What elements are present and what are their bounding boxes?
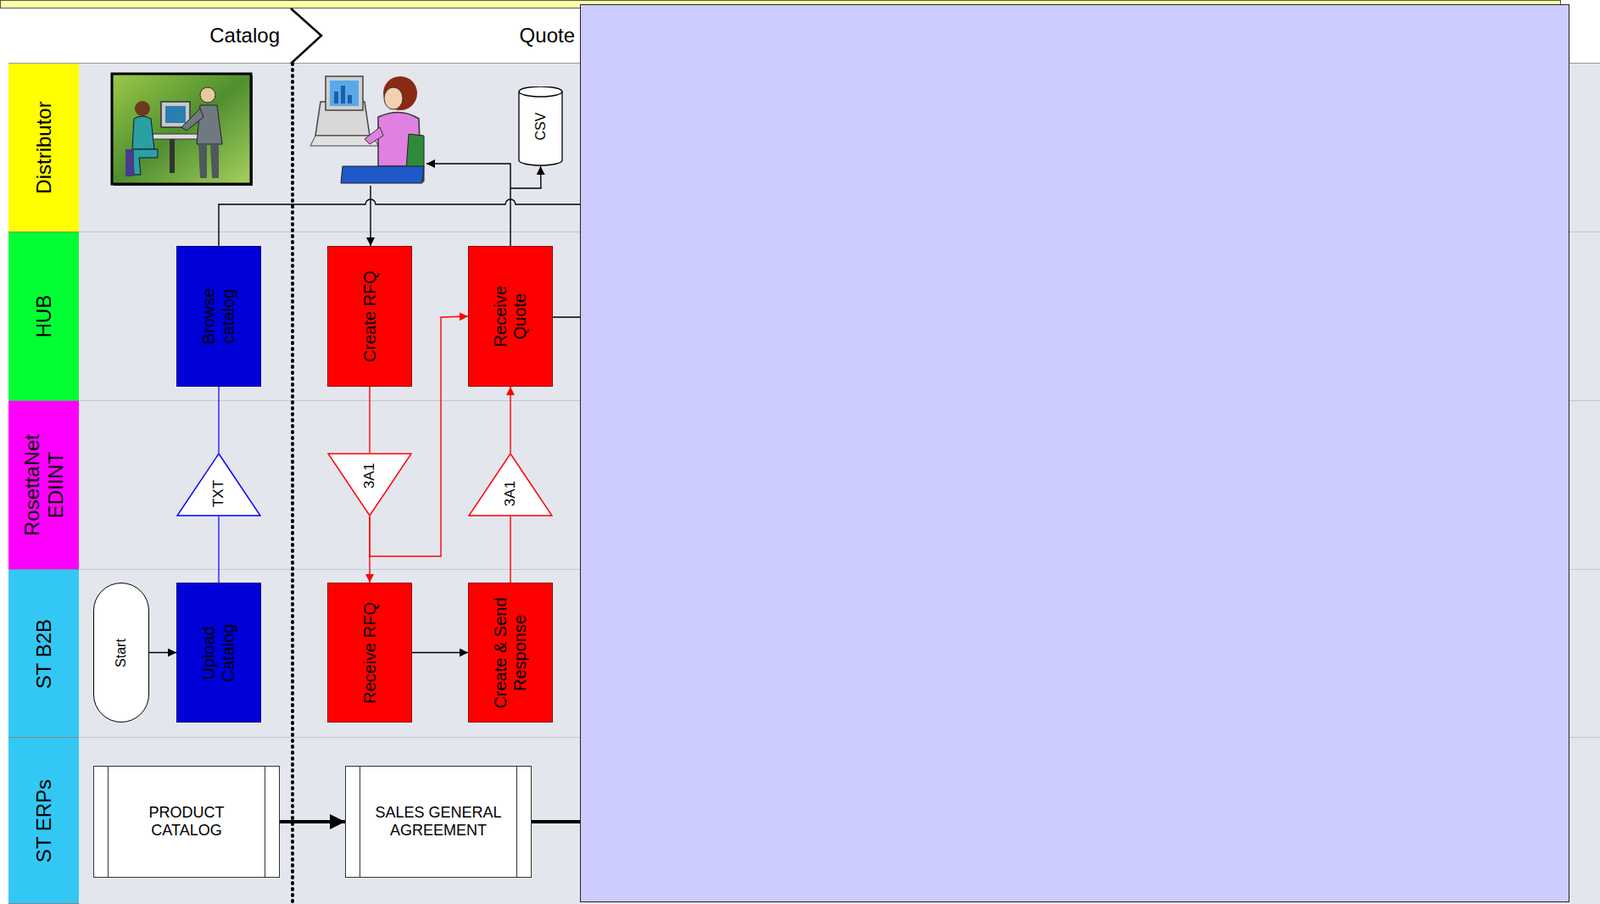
- connector: [509, 386, 511, 453]
- lane-label: HUB: [32, 252, 56, 380]
- connector: [510, 166, 541, 246]
- node-label: CSV: [532, 96, 548, 157]
- clipart-illustration: [310, 76, 424, 184]
- node-label: PRODUCT CATALOG: [139, 803, 234, 839]
- cylinder-body: [518, 86, 563, 166]
- text-wrap: Upload Catalog: [199, 614, 239, 692]
- text-wrap: Receive RFQ: [360, 589, 380, 717]
- text-wrap: ST B2B: [32, 590, 56, 718]
- node-label: 3A1: [501, 468, 519, 519]
- phase-label: Catalog: [209, 23, 280, 48]
- lane-label-strip: RosettaNet EDIINT: [8, 401, 79, 570]
- side-bar: [107, 766, 109, 877]
- cylinder-rim: [518, 91, 563, 97]
- node-label: TXT: [210, 468, 228, 519]
- process-box: Upload Catalog: [176, 582, 262, 723]
- text-wrap: TXT: [210, 468, 228, 519]
- lane-label: Distributor: [32, 83, 56, 212]
- text-wrap: RosettaNet EDIINT: [20, 421, 67, 549]
- data-store: CSV: [518, 86, 564, 167]
- node-label: Upload Catalog: [199, 614, 239, 692]
- phase-chevron: [290, 8, 322, 64]
- node-label: Browse catalog: [199, 278, 239, 355]
- node-label: Receive Quote: [490, 278, 530, 355]
- node-label: Receive RFQ: [360, 589, 380, 717]
- lane-label: RosettaNet EDIINT: [20, 421, 67, 549]
- text-wrap: Receive Quote: [490, 278, 530, 355]
- node-label: Create RFQ: [360, 252, 380, 380]
- connector: [368, 386, 370, 453]
- predefined-process: PRODUCT CATALOG: [93, 765, 280, 878]
- node-label: Start: [113, 602, 129, 704]
- lane-label-strip: Distributor: [8, 63, 79, 233]
- flow-wire: [369, 185, 371, 246]
- text-wrap: Distributor: [32, 83, 56, 212]
- flow-wire: [426, 163, 511, 189]
- lane-label-strip: ST B2B: [8, 569, 79, 738]
- node-label: Create & Send Response: [490, 593, 530, 713]
- process-box: Receive RFQ: [327, 582, 413, 723]
- node-label: 3A1: [361, 450, 379, 502]
- clipart-illustration: [111, 73, 253, 186]
- text-wrap: 3A1: [361, 450, 379, 502]
- connector: [279, 819, 346, 824]
- flow-wire: [531, 819, 580, 824]
- phase-divider: [290, 63, 295, 904]
- text-wrap: Create RFQ: [360, 252, 380, 380]
- connector: [412, 652, 469, 654]
- lane-label: ST B2B: [32, 590, 56, 718]
- text-wrap: Start: [113, 602, 129, 704]
- process-box: Create & Send Response: [468, 582, 553, 723]
- predefined-process: SALES GENERAL AGREEMENT: [345, 765, 532, 878]
- connector: [149, 652, 177, 654]
- side-bar: [264, 766, 266, 877]
- lane-label-strip: ST ERPs: [8, 737, 79, 904]
- text-wrap: Create & Send Response: [490, 593, 530, 713]
- side-bar: [516, 766, 518, 877]
- flow-wire: [551, 316, 580, 318]
- connector: [217, 386, 219, 453]
- process-box: Receive Quote: [468, 245, 553, 387]
- node-label: SALES GENERAL AGREEMENT: [374, 803, 502, 839]
- lane-label-strip: HUB: [8, 232, 79, 402]
- side-bar: [359, 766, 361, 877]
- process-box: Browse catalog: [176, 245, 262, 387]
- process-box: Create RFQ: [327, 245, 413, 387]
- terminator: Start: [93, 582, 150, 723]
- flow-wire: [218, 199, 580, 246]
- text-wrap: PRODUCT CATALOG: [139, 803, 234, 839]
- text-wrap: ST ERPs: [32, 757, 56, 885]
- cover-panel: [579, 4, 1570, 903]
- phase-label: Quote: [519, 23, 575, 48]
- message-triangle: 3A1: [327, 452, 413, 517]
- text-wrap: Browse catalog: [199, 278, 239, 355]
- text-wrap: SALES GENERAL AGREEMENT: [374, 803, 502, 839]
- text-wrap: HUB: [32, 252, 56, 380]
- message-triangle: TXT: [176, 452, 262, 517]
- text-wrap: CSV: [532, 96, 548, 157]
- connector: [509, 516, 511, 583]
- lane-label: ST ERPs: [32, 757, 56, 885]
- text-wrap: 3A1: [501, 468, 519, 519]
- message-triangle: 3A1: [468, 452, 553, 517]
- connector: [217, 516, 219, 583]
